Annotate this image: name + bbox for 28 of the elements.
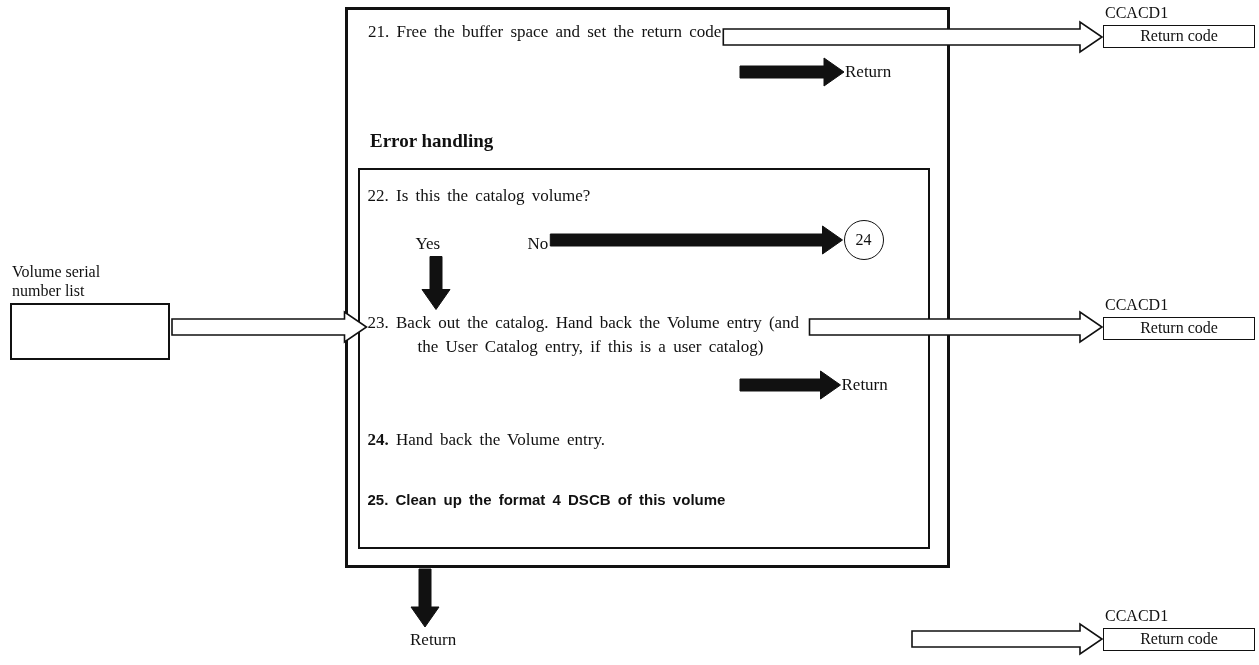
output-box: Return code — [1103, 628, 1255, 651]
flow-arrow — [549, 225, 843, 255]
flow-label: Return — [410, 628, 457, 652]
flow-arrow — [410, 568, 440, 628]
data-flow-arrow — [171, 310, 368, 344]
box-label: Volume serial number list — [12, 262, 102, 300]
output-box: Return code — [1103, 25, 1255, 48]
flow-arrow — [739, 57, 845, 87]
flow-label: Yes — [415, 231, 441, 256]
step-text: 25. Clean up the format 4 DSCB of this volume — [367, 487, 726, 512]
section-heading: Error handling — [370, 130, 494, 152]
step-text: 24. Hand back the Volume entry. — [367, 427, 606, 452]
process-box — [345, 7, 950, 568]
step-text: 23. Back out the catalog. Hand back the Volume entry (and the User Catalog entry, if this is a user catalog) — [367, 310, 808, 359]
flow-label: Return — [841, 372, 888, 397]
data-flow-arrow — [722, 20, 1104, 54]
flow-label: Return — [845, 60, 892, 84]
data-flow-arrow — [808, 310, 1104, 344]
output-box: Return code — [1103, 317, 1255, 340]
flow-arrow — [421, 256, 451, 310]
step-text: 22. Is this the catalog volume? — [367, 183, 591, 208]
step-text: 21. Free the buffer space and set the return code — [368, 20, 722, 44]
flow-arrow — [739, 370, 841, 400]
box-label: CCACD1 — [1105, 296, 1169, 314]
box-label: CCACD1 — [1105, 4, 1169, 22]
flow-label: No — [527, 231, 549, 256]
data-flow-arrow — [911, 622, 1104, 656]
box-label: CCACD1 — [1105, 607, 1169, 625]
